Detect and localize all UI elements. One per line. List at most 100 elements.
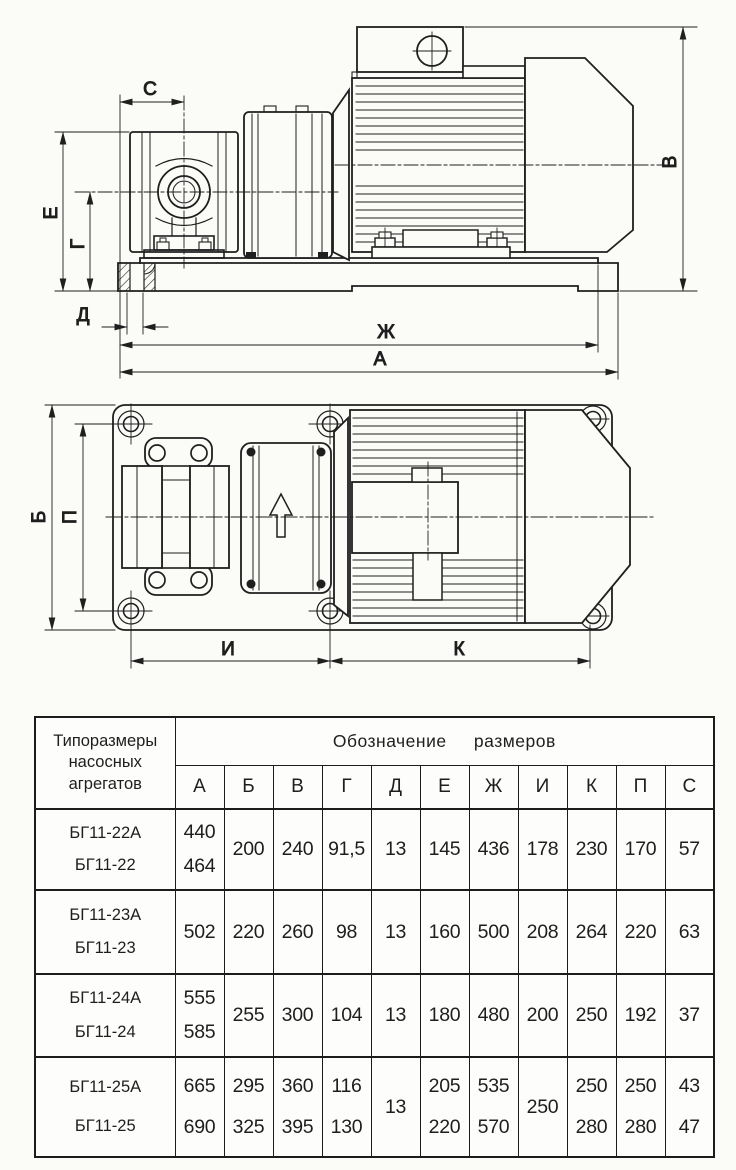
dimension-value: 690 (183, 1115, 216, 1138)
column-header-А: А (174, 764, 225, 810)
dimension-value-cell: 440 464 (174, 808, 225, 891)
dimension-value: 585 (183, 1021, 216, 1044)
dimension-value-cell: 255 (223, 973, 274, 1058)
dimension-value: 98 (335, 920, 358, 943)
corner-header-line: Типоразмеры (53, 731, 158, 750)
motor-feet-side (371, 227, 511, 259)
terminal-box-side (356, 26, 464, 73)
dim-label-k: К (453, 639, 464, 660)
dimension-value: 178 (526, 838, 559, 860)
dimension-value-cell: 63 (664, 889, 715, 975)
dimension-value: 230 (575, 838, 608, 860)
dimension-value: 160 (428, 920, 461, 943)
dimension-value-cell: 13 (370, 973, 421, 1058)
dimension-value-cell: 37 (664, 973, 715, 1058)
dimensions-top (44, 404, 591, 669)
baseplate-side (117, 257, 619, 292)
model-name: БГ11-25А (69, 1078, 142, 1096)
dimension-value-cell: 436 (468, 808, 519, 891)
dimension-value: 480 (477, 1004, 510, 1026)
dimension-value: 280 (624, 1115, 657, 1138)
coupling-guard-top (240, 442, 332, 594)
column-header-Г: Г (321, 764, 372, 810)
column-header-Е: Е (419, 764, 470, 810)
dimension-value: 665 (183, 1075, 216, 1098)
motor-top (349, 409, 631, 624)
column-header-И: И (517, 764, 568, 810)
dimension-value-cell: 192 (615, 973, 666, 1058)
dimension-value: 555 (183, 986, 216, 1009)
dimension-value-cell: 220 (615, 889, 666, 975)
model-name: БГ11-23А (69, 905, 142, 924)
dimension-value-cell: 220 (223, 889, 274, 975)
model-name: БГ11-22 (74, 856, 136, 875)
dimension-value: 500 (477, 920, 510, 943)
dimension-value: 535 (477, 1075, 510, 1098)
dimension-value-cell: 665 690 (174, 1056, 225, 1158)
table-group-header: Обозначение размеров (174, 716, 715, 766)
dimension-value: 91,5 (328, 838, 365, 860)
dimension-value-cell: 502 (174, 889, 225, 975)
top-view: Б П И К (29, 403, 656, 669)
bell-adapter-side (332, 87, 350, 262)
dimension-value-cell: 555 585 (174, 973, 225, 1058)
dimension-value: 240 (281, 838, 314, 860)
dimension-value: 170 (624, 838, 657, 860)
dimension-value: 220 (624, 920, 657, 943)
fan-cowl-side (524, 57, 634, 253)
model-name: БГ11-24А (69, 989, 142, 1008)
model-name: БГ11-24 (74, 1022, 136, 1041)
dimension-value: 200 (232, 838, 265, 860)
dimension-value-cell: 57 (664, 808, 715, 891)
dimension-value-cell: 104 (321, 973, 372, 1058)
side-view: С Е Г Д Ж А В (41, 26, 698, 380)
dimension-value-cell: 13 (370, 1056, 421, 1158)
dimension-value: 208 (526, 920, 559, 943)
dim-label-g: Г (68, 239, 89, 249)
dim-label-zh: Ж (377, 322, 395, 343)
dimension-value-cell: 240 (272, 808, 323, 891)
fan-cowl-top (524, 409, 631, 624)
dimension-value: 13 (384, 1004, 407, 1026)
model-name: БГ11-22А (69, 823, 142, 842)
corner-header-line: агрегатов (68, 774, 142, 793)
dimension-value-cell: 145 (419, 808, 470, 891)
dimension-value: 255 (232, 1004, 265, 1026)
dimension-value: 436 (477, 838, 510, 860)
dim-label-d: Д (77, 305, 90, 326)
dimension-value: 250 (624, 1075, 657, 1098)
dimension-value: 295 (232, 1075, 265, 1098)
rotation-arrow-icon (268, 492, 294, 538)
dimension-value: 43 (678, 1075, 700, 1098)
dimension-value: 325 (232, 1115, 265, 1138)
dimension-value: 13 (384, 838, 407, 860)
model-names-cell: БГ11-22А БГ11-22 (34, 808, 176, 891)
column-header-Д: Д (370, 764, 421, 810)
dimension-value-cell: 13 (370, 889, 421, 975)
dimension-value-cell: 13 (370, 808, 421, 891)
dimension-value: 280 (575, 1115, 608, 1138)
dim-label-v: В (660, 156, 681, 169)
dimension-value-cell: 43 47 (664, 1056, 715, 1158)
dim-label-i: И (221, 639, 235, 660)
dimension-value: 395 (281, 1115, 314, 1138)
dimension-value: 47 (678, 1115, 700, 1138)
dimension-value: 180 (428, 1004, 461, 1026)
dimension-value: 440 (183, 821, 216, 843)
dimension-value-cell: 295 325 (223, 1056, 274, 1158)
column-header-К: К (566, 764, 617, 810)
dimension-value: 464 (183, 855, 216, 877)
dimension-value-cell: 98 (321, 889, 372, 975)
column-header-С: С (664, 764, 715, 810)
column-header-В: В (272, 764, 323, 810)
dim-label-a: А (374, 349, 387, 370)
dimensions-side (54, 26, 698, 380)
column-header-Б: Б (223, 764, 274, 810)
coupling-guard-side (243, 105, 333, 259)
dimension-value: 250 (575, 1004, 608, 1026)
